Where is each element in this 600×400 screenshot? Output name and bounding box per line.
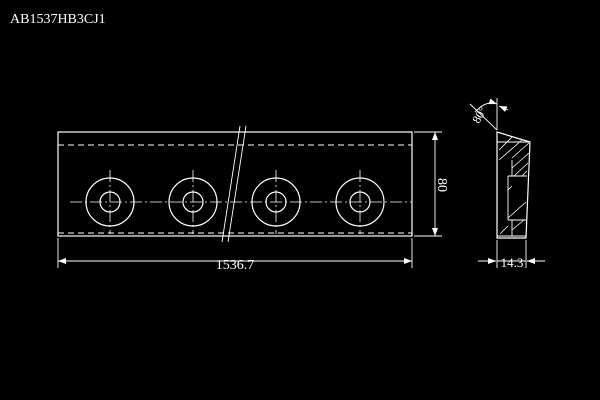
section-hatching [498,136,530,235]
break-line-right [227,125,247,243]
height-label: 80 [434,178,449,192]
height-dimension: 80 [414,131,449,237]
length-label: 1536.7 [216,258,255,273]
mounting-hole [85,170,135,234]
side-profile [496,131,531,239]
front-view [57,125,413,243]
angle-label: 80° [469,104,490,126]
thickness-label: 14.3 [501,255,524,270]
mounting-hole [335,170,385,234]
angle-dimension: 80° [469,98,509,131]
part-number-title: AB1537HB3CJ1 [10,12,106,27]
blade-outline [57,131,413,237]
thickness-dimension: 14.3 [478,240,545,270]
mounting-hole [251,170,301,234]
length-dimension: 1536.7 [57,238,413,273]
break-line-left [221,125,241,243]
side-view [496,131,531,239]
mounting-hole [168,170,218,234]
